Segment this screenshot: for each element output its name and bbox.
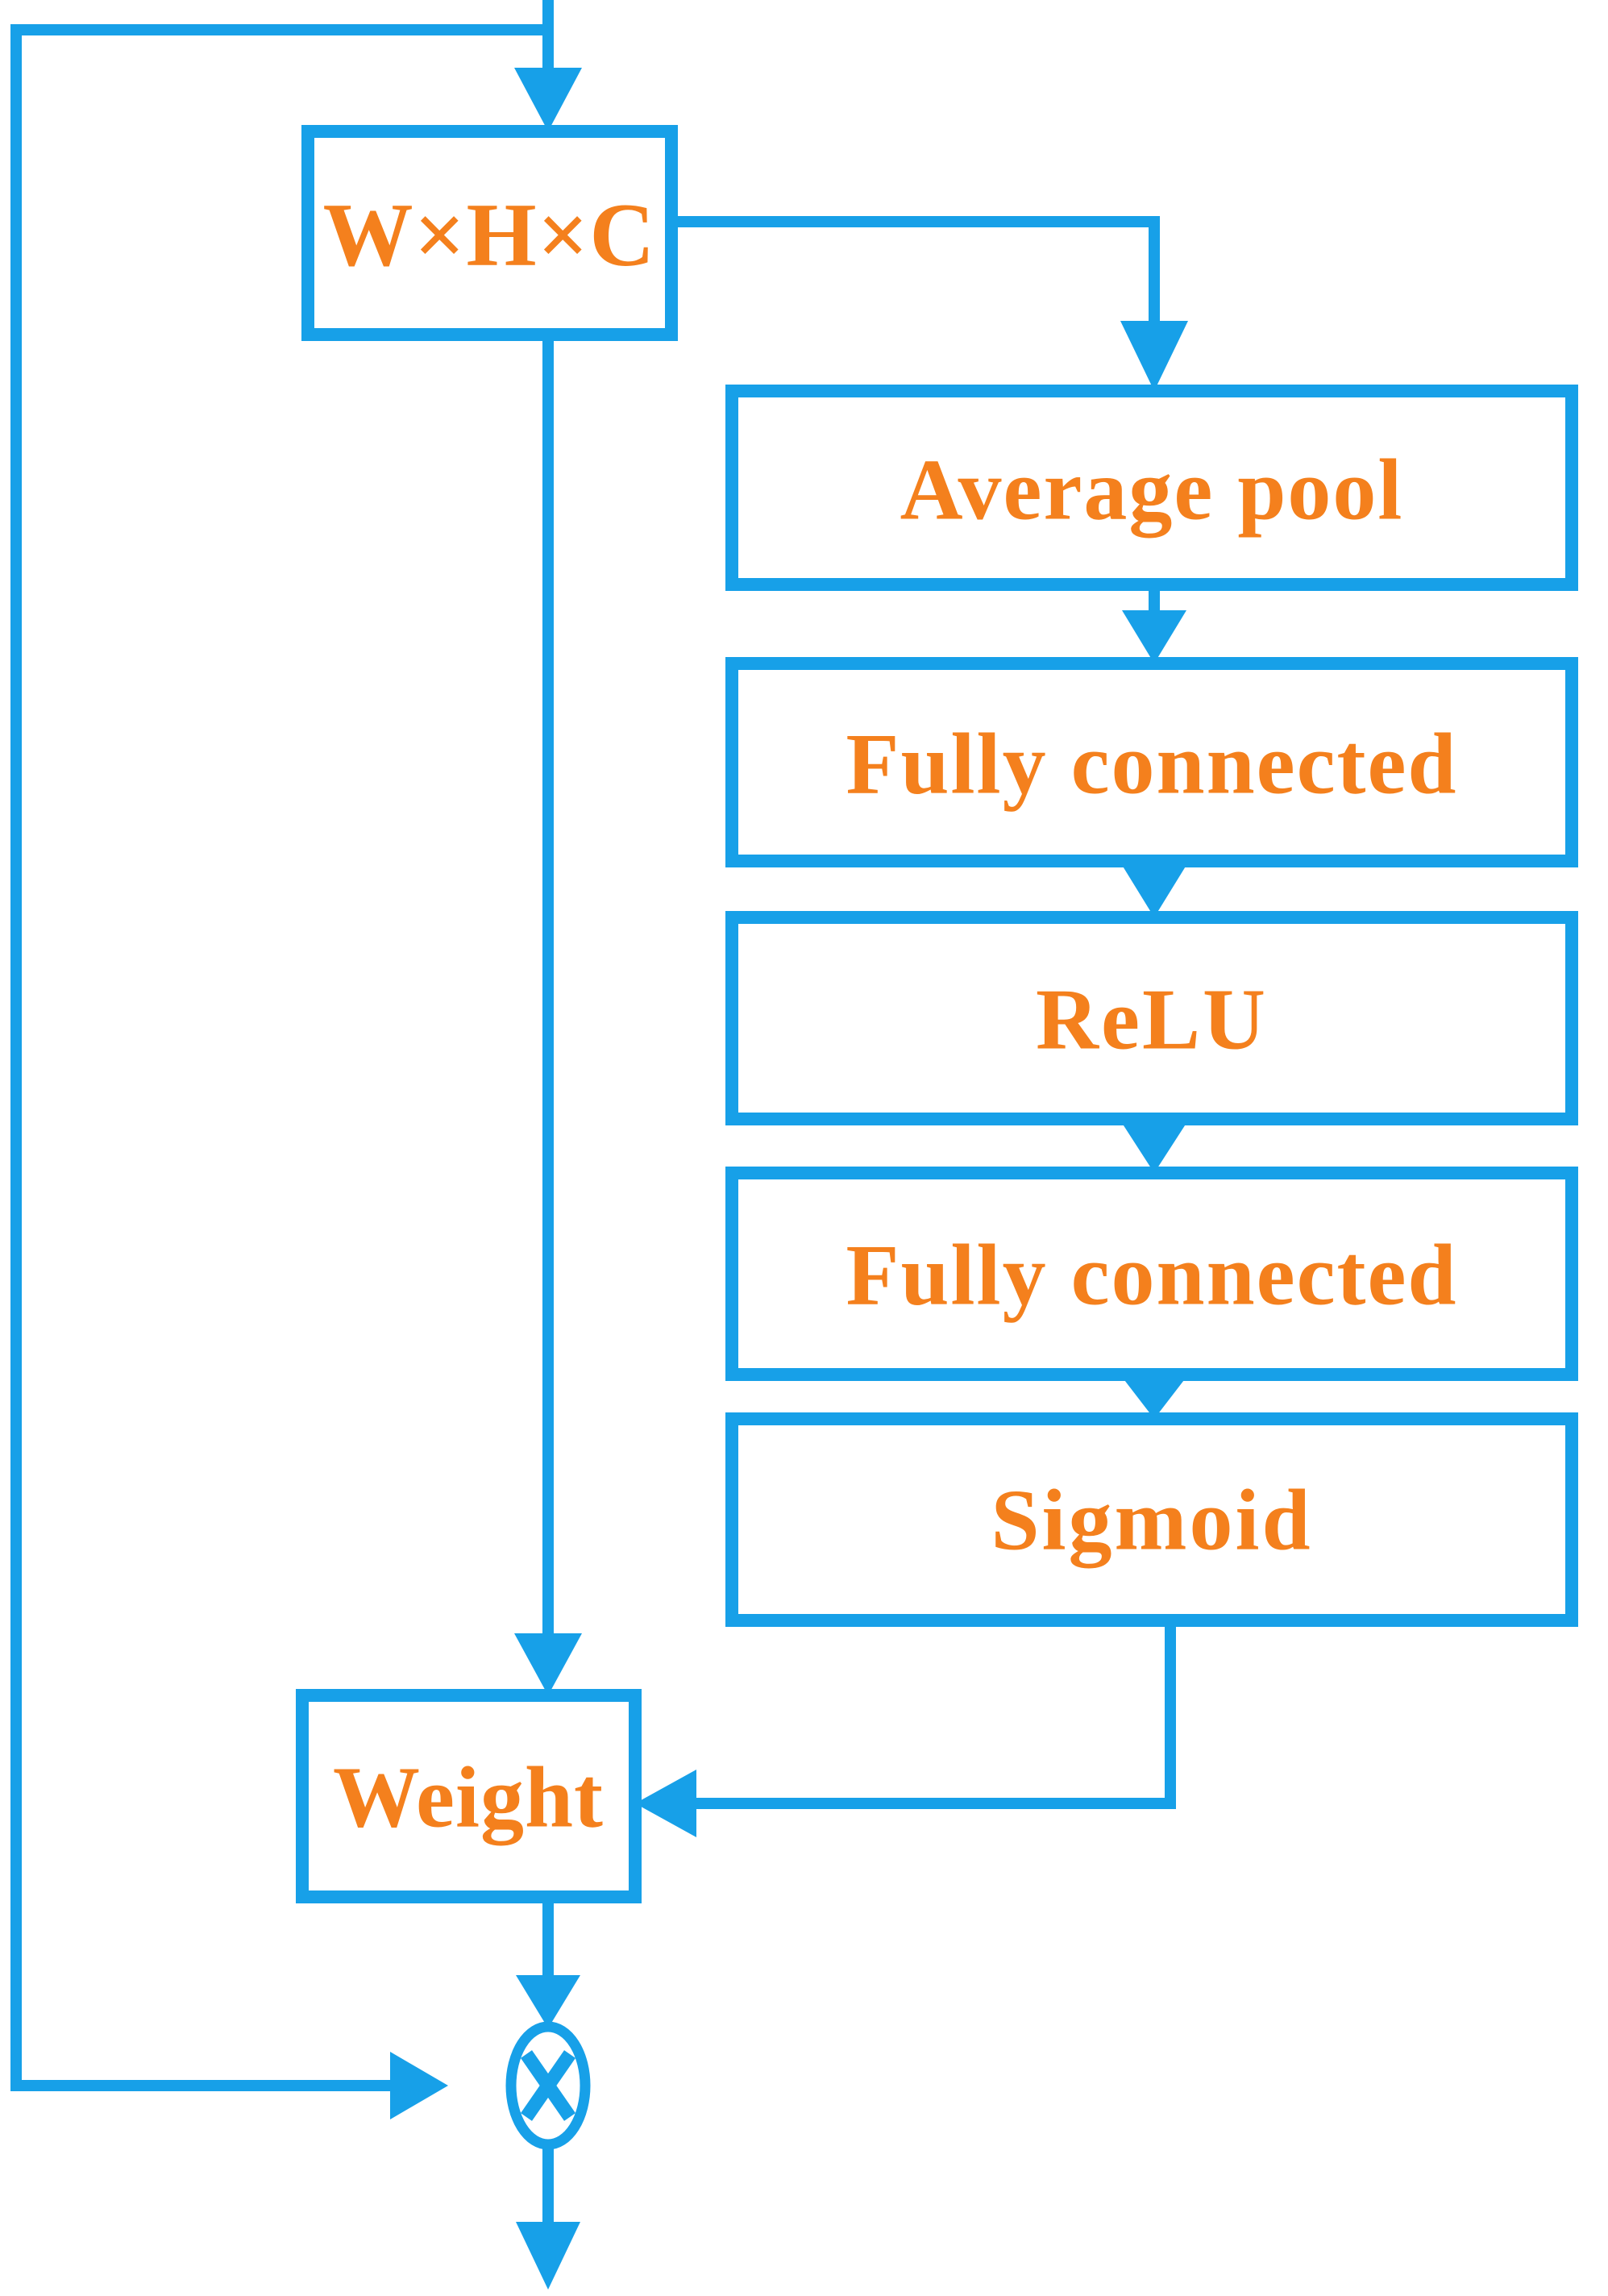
arrow-head-fc2-to-sigmoid — [1122, 1377, 1186, 1419]
node-weight[interactable] — [296, 1689, 642, 1903]
node-multiply[interactable] — [505, 2021, 591, 2150]
node-input-tensor[interactable] — [301, 125, 678, 341]
arrow-head-tensor-to-avgpool — [1120, 321, 1188, 391]
node-average-pool-label: Average pool — [900, 443, 1404, 539]
node-sigmoid-label: Sigmoid — [991, 1473, 1312, 1569]
arrow-head-avgpool-to-fc1 — [1122, 610, 1186, 663]
arrow-head-multiply-to-output — [516, 2222, 580, 2290]
node-relu[interactable] — [725, 911, 1578, 1125]
arrow-head-skip-to-multiply — [390, 2052, 448, 2119]
node-average-pool[interactable] — [725, 385, 1578, 591]
node-fully-connected-2-label: Fully connected — [846, 1228, 1458, 1324]
node-relu-label: ReLU — [1036, 972, 1268, 1068]
node-fully-connected-1[interactable] — [725, 657, 1578, 867]
edge-skip-connection — [10, 24, 548, 2091]
node-fully-connected-1-label: Fully connected — [846, 717, 1458, 813]
arrow-head-fc1-to-relu — [1122, 865, 1186, 917]
arrow-head-tensor-to-weight — [514, 1633, 582, 1695]
arrow-head-relu-to-fc2 — [1122, 1123, 1186, 1173]
arrow-head-sigmoid-to-weight — [635, 1770, 696, 1837]
node-fully-connected-2[interactable] — [725, 1167, 1578, 1381]
edge-sigmoid-to-weight — [693, 1620, 1176, 1809]
arrow-head-input-to-tensor — [514, 68, 582, 131]
edge-tensor-to-avgpool — [671, 216, 1160, 326]
node-sigmoid[interactable] — [725, 1412, 1578, 1627]
node-input-tensor-label: W×H×C — [323, 185, 656, 285]
node-weight-label: Weight — [333, 1750, 604, 1846]
arrow-head-weight-to-multiply — [516, 1975, 580, 2028]
multiply-cross-stroke-b — [521, 2050, 575, 2121]
